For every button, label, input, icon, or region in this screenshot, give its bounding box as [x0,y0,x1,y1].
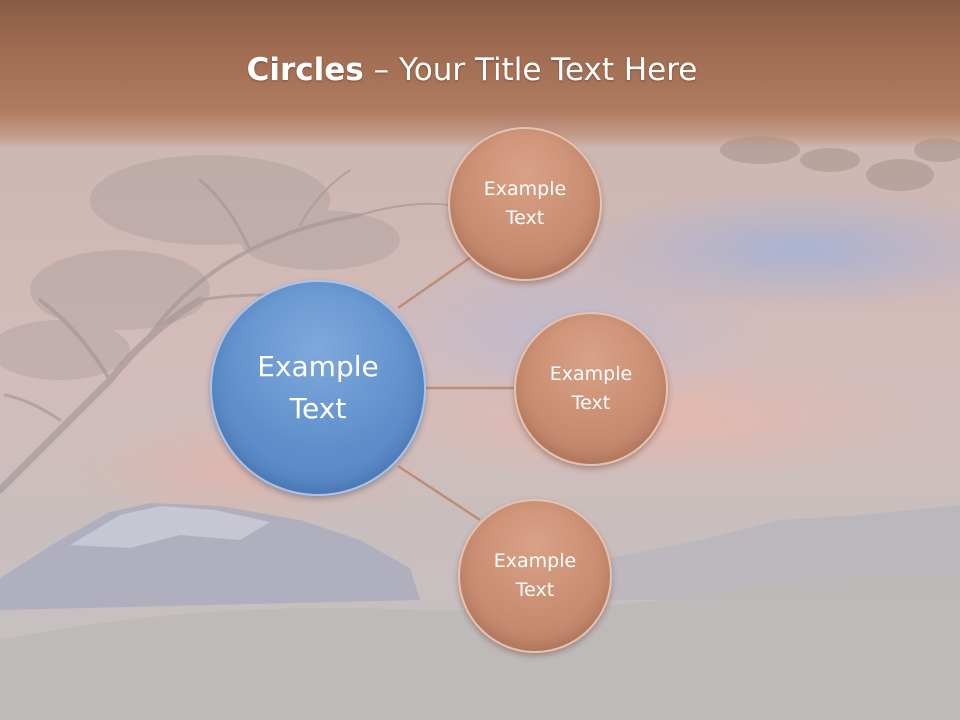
center-circle-text: Example Text [257,346,378,430]
ground-silhouette [0,573,960,720]
connector-to-node-3 [397,464,481,522]
node-circle-1[interactable]: Example Text [448,127,602,281]
title-band [0,0,960,148]
center-circle[interactable]: Example Text [210,280,426,496]
connector-to-node-1 [397,253,475,310]
node-circle-3-line-1: Example [493,549,577,572]
node-circle-3-text: Example Text [494,547,576,606]
node-circle-3-line-2: Text [515,579,555,601]
mountain-snow [70,506,270,548]
title-bold: Circles [246,52,364,88]
slide-title: Circles – Your Title Text Here [0,52,944,88]
node-circle-2[interactable]: Example Text [514,312,668,466]
center-circle-line-1: Example [257,350,379,383]
node-circle-1-text: Example Text [484,175,566,234]
node-circle-3[interactable]: Example Text [458,499,612,653]
title-rest: – Your Title Text Here [363,52,698,88]
center-circle-line-2: Text [289,392,347,425]
node-circle-2-line-2: Text [571,392,611,414]
node-circle-2-text: Example Text [550,360,632,419]
node-circle-1-line-1: Example [483,177,567,200]
tree-foliage [0,155,400,380]
node-circle-1-line-2: Text [505,207,545,229]
node-circle-2-line-1: Example [549,362,633,385]
